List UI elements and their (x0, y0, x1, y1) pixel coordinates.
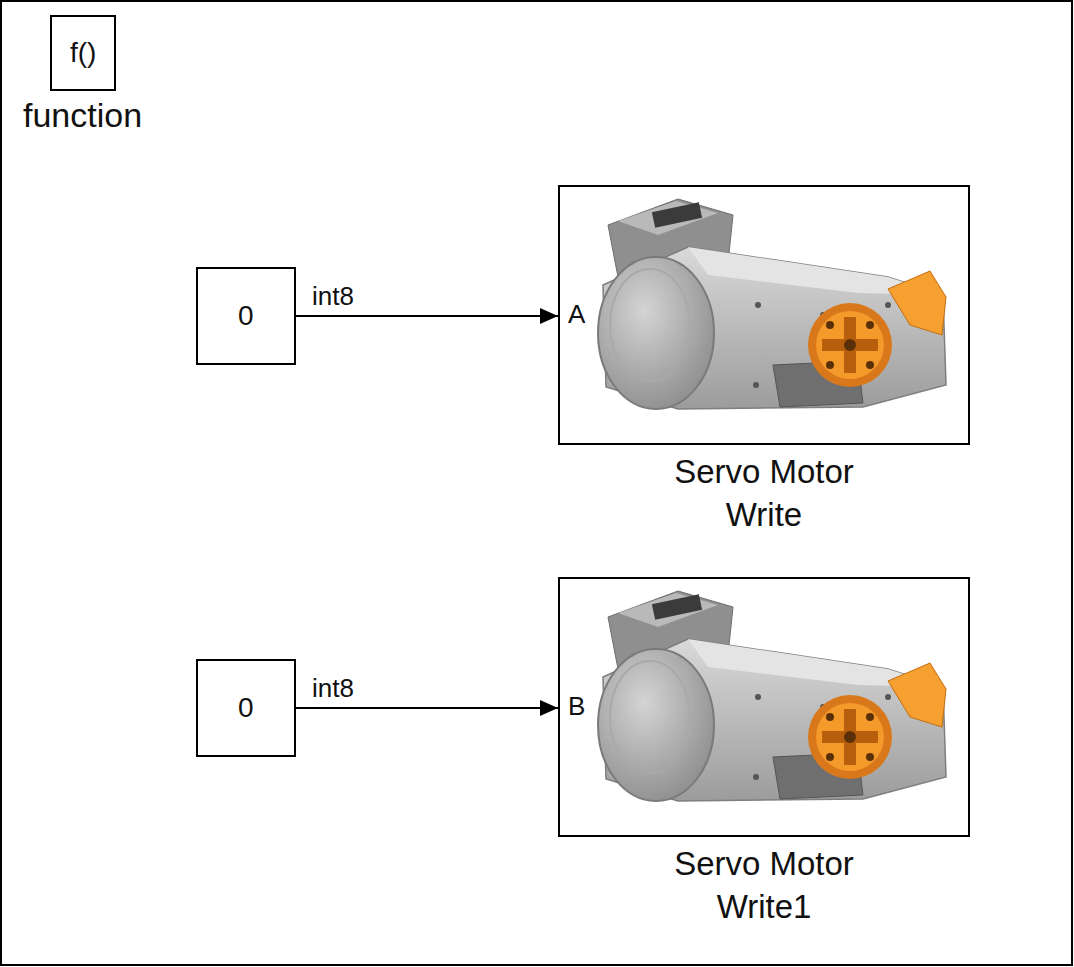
arrow-head (540, 308, 558, 324)
block-name: Servo Motor Write1 (644, 843, 884, 929)
servo-motor-picture (598, 591, 946, 801)
port-label: A (568, 298, 585, 332)
function-block: f()function (50, 15, 116, 91)
signal-wire (296, 707, 558, 709)
data-type-label: int8 (310, 675, 356, 701)
block-symbol: f() (70, 35, 96, 71)
signal-label-holder: int8 (310, 675, 356, 701)
signal-wire (296, 315, 558, 317)
constant-block: 0 (196, 267, 296, 365)
port-label: B (568, 690, 585, 724)
block-name: function (23, 93, 142, 137)
signal-line (296, 308, 558, 324)
constant-block: 0 (196, 659, 296, 757)
signal-label-holder: int8 (310, 283, 356, 309)
arrow-head (540, 700, 558, 716)
data-type-label: int8 (310, 283, 356, 309)
servo-motor-picture (598, 199, 946, 409)
constant-value: 0 (238, 690, 254, 726)
signal-line (296, 700, 558, 716)
servo-motor-block: AServo Motor Write (558, 185, 970, 445)
block-name: Servo Motor Write (644, 451, 884, 537)
constant-value: 0 (238, 298, 254, 334)
servo-motor-block: BServo Motor Write1 (558, 577, 970, 837)
